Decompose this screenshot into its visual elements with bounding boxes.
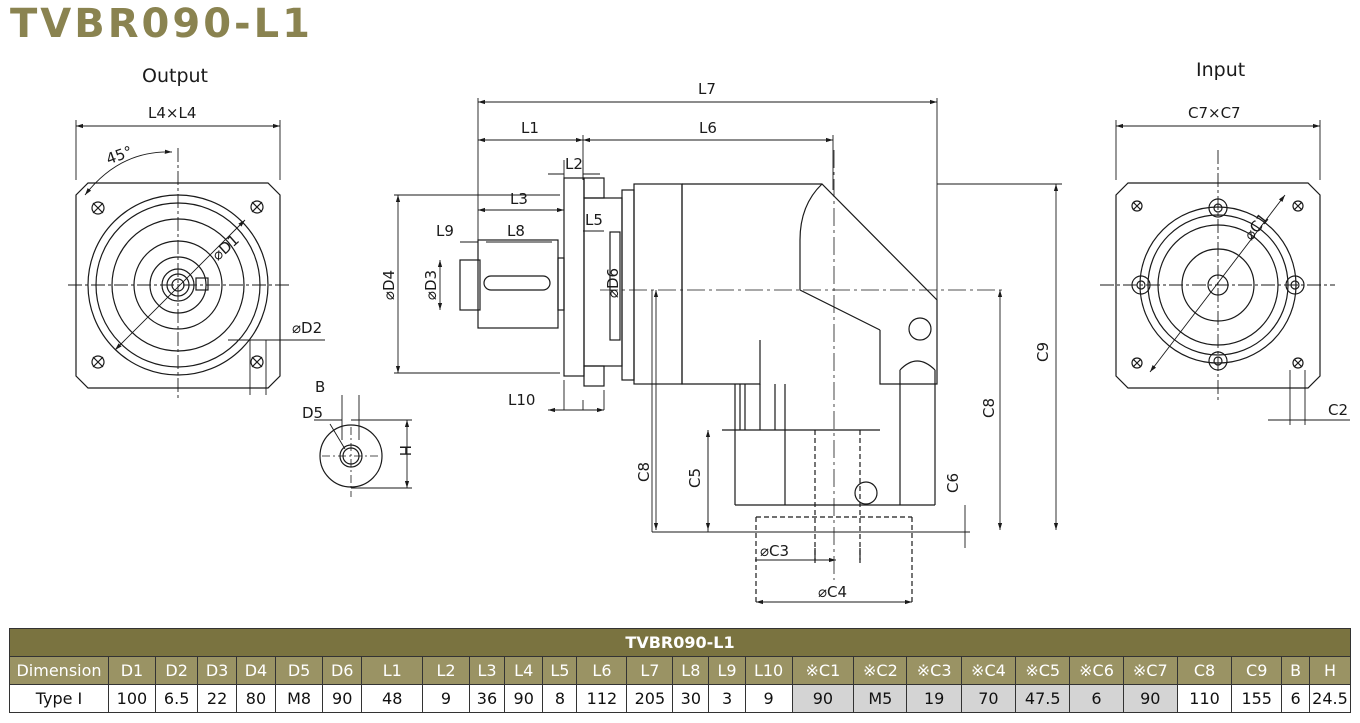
dim-c7xc7-label: C7×C7 — [1188, 104, 1241, 122]
dim-d4-label: ⌀D4 — [380, 270, 398, 300]
table-cell: 6 — [1069, 684, 1124, 713]
table-cell: 90 — [791, 684, 855, 713]
dim-l10-label: L10 — [508, 391, 535, 409]
side-view — [394, 98, 1062, 605]
table-header-cell: L2 — [422, 656, 470, 685]
dim-l6-label: L6 — [699, 119, 717, 137]
table-cell: 90 — [321, 684, 363, 713]
table-header-cell: B — [1281, 656, 1310, 685]
dim-l5-label: L5 — [585, 211, 603, 229]
table-header-cell: D4 — [235, 656, 277, 685]
dim-c8-left-label: C8 — [635, 462, 653, 482]
output-view — [68, 120, 325, 398]
dim-l7-label: L7 — [698, 80, 716, 98]
dim-c9-label: C9 — [1034, 342, 1052, 362]
table-cell: 47.5 — [1015, 684, 1071, 713]
table-header-cell: L1 — [361, 656, 424, 685]
dim-angle-label: 45° — [104, 142, 135, 168]
dim-c8-right-label: C8 — [980, 398, 998, 418]
table-header-cell: D1 — [108, 656, 156, 685]
table-header-cell: ※C7 — [1122, 656, 1178, 685]
table-title-row: TVBR090-L1 — [9, 628, 1351, 657]
table-cell: 36 — [468, 684, 506, 713]
table-header-cell: ※C3 — [906, 656, 962, 685]
table-cell: M8 — [275, 684, 323, 713]
table-cell: 90 — [1122, 684, 1178, 713]
table-header-cell: D3 — [197, 656, 237, 685]
dim-c2-label: C2 — [1328, 401, 1348, 419]
table-cell: 90 — [504, 684, 544, 713]
table-cell: M5 — [853, 684, 908, 713]
dim-c4-label: ⌀C4 — [818, 583, 847, 601]
table-header-cell: L9 — [708, 656, 746, 685]
table-header-cell: Dimension — [8, 656, 110, 685]
dim-l2-label: L2 — [565, 155, 583, 173]
dim-d6-label: ⌀D6 — [604, 268, 622, 298]
dim-h-label: H — [396, 445, 414, 456]
table-header-cell: L10 — [744, 656, 793, 685]
table-header-cell: D5 — [275, 656, 323, 685]
input-view — [1100, 120, 1350, 425]
dim-c5-label: C5 — [686, 468, 704, 488]
table-cell: 112 — [576, 684, 628, 713]
dim-l3-label: L3 — [510, 190, 528, 208]
table-cell: 205 — [626, 684, 674, 713]
dim-c3-label: ⌀C3 — [760, 542, 789, 560]
technical-drawing: Output Input L4×L4 45° ⌀D1 ⌀D2 B D5 H L7… — [68, 59, 1350, 605]
table-cell: 19 — [906, 684, 962, 713]
table-header-cell: H — [1308, 656, 1352, 685]
dim-l1-label: L1 — [521, 119, 539, 137]
table-header-cell: L4 — [504, 656, 544, 685]
dim-d5-label: D5 — [302, 404, 323, 422]
table-cell: 9 — [744, 684, 793, 713]
dim-d3-label: ⌀D3 — [422, 270, 440, 300]
table-header-cell: ※C1 — [791, 656, 855, 685]
table-cell: 6 — [1281, 684, 1310, 713]
table-title: TVBR090-L1 — [9, 628, 1351, 657]
dim-l4xl4-label: L4×L4 — [148, 104, 196, 122]
page-title: TVBR090-L1 — [10, 1, 313, 47]
table-header-cell: L8 — [672, 656, 710, 685]
table-cell: 48 — [361, 684, 424, 713]
table-header-cell: ※C5 — [1015, 656, 1071, 685]
shaft-end-detail — [314, 395, 412, 497]
table-cell: Type I — [8, 684, 110, 713]
input-view-title: Input — [1196, 59, 1245, 81]
table-header-cell: L6 — [576, 656, 628, 685]
dim-c6-label: C6 — [944, 473, 962, 493]
table-header-cell: C8 — [1176, 656, 1233, 685]
table-cell: 80 — [235, 684, 277, 713]
dim-l8-label: L8 — [507, 222, 525, 240]
table-cell: 6.5 — [154, 684, 199, 713]
table-cell: 8 — [542, 684, 578, 713]
table-cell: 30 — [672, 684, 710, 713]
table-cell: 110 — [1176, 684, 1233, 713]
table-cell: 24.5 — [1308, 684, 1352, 713]
table-header-cell: ※C6 — [1069, 656, 1124, 685]
table-header-cell: D2 — [154, 656, 199, 685]
table-cell: 22 — [197, 684, 237, 713]
table-cell: 70 — [960, 684, 1017, 713]
dim-b-label: B — [315, 378, 325, 396]
dim-c1-label: ⌀C1 — [1240, 210, 1272, 244]
table-cell: 155 — [1231, 684, 1283, 713]
table-header-cell: C9 — [1231, 656, 1283, 685]
output-view-title: Output — [142, 65, 208, 87]
table-cell: 3 — [708, 684, 746, 713]
table-header-cell: D6 — [321, 656, 363, 685]
table-cell: 100 — [108, 684, 156, 713]
table-header-cell: L7 — [626, 656, 674, 685]
table-header-cell: L3 — [468, 656, 506, 685]
table-header-cell: ※C2 — [853, 656, 908, 685]
table-cell: 9 — [422, 684, 470, 713]
table-header-cell: L5 — [542, 656, 578, 685]
table-header-cell: ※C4 — [960, 656, 1017, 685]
dim-l9-label: L9 — [436, 222, 454, 240]
dim-d2-label: ⌀D2 — [292, 319, 322, 337]
